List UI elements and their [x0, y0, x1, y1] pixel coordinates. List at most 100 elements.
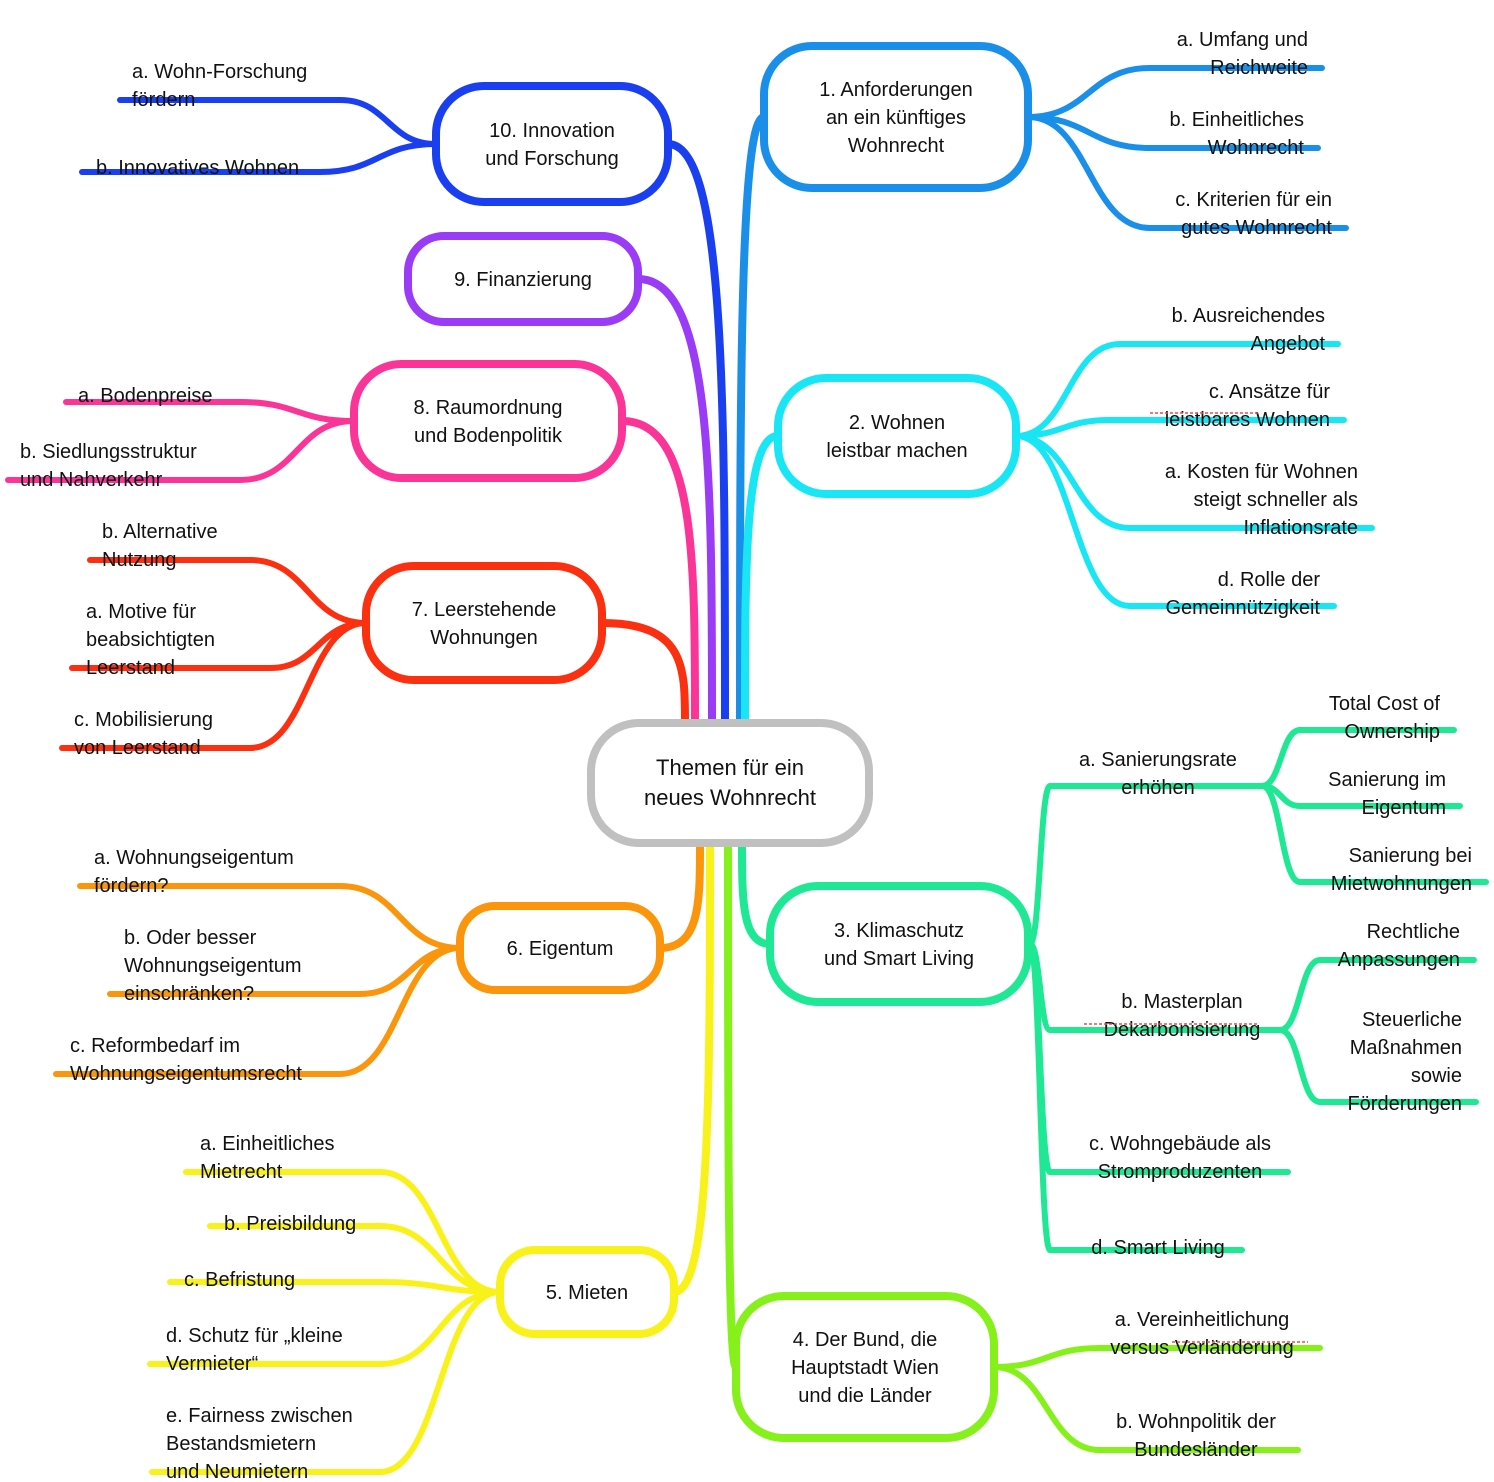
- leaf-t3-0-sub-1-label-line: Sanierung im: [1328, 769, 1446, 791]
- topic-t5-label-line: 5. Mieten: [546, 1282, 628, 1304]
- leaf-t5-2-label-line: c. Befristung: [184, 1269, 295, 1291]
- branch-line-t7: [598, 619, 689, 726]
- topic-t6[interactable]: 6. Eigentum: [456, 902, 664, 994]
- topic-t8-label-line: und Bodenpolitik: [414, 425, 563, 447]
- leaf-t1-2-connector: [1025, 114, 1153, 231]
- leaf-t8-0-connector: [237, 399, 357, 424]
- topic-t2-label-line: leistbar machen: [826, 440, 967, 462]
- leaf-t6-1-label-line: Wohnungseigentum: [124, 955, 302, 977]
- branch-line-t2: [741, 432, 782, 726]
- topic-t2-box[interactable]: [774, 374, 1020, 498]
- topic-t1-label-line: Wohnrecht: [848, 135, 945, 157]
- topic-t5-label: 5. Mieten: [546, 1282, 628, 1304]
- leaf-t8-0-label: a. Bodenpreise: [78, 385, 213, 407]
- leaf-t2-0-label-line: Angebot: [1250, 333, 1325, 355]
- leaf-t3-0-sub-1-label: Sanierung im Eigentum: [1328, 769, 1446, 819]
- topic-t3-box[interactable]: [766, 882, 1032, 1006]
- leaf-t7-0-label-line: b. Alternative: [102, 521, 218, 543]
- leaf-t1-2-label-line: gutes Wohnrecht: [1181, 217, 1332, 239]
- leaf-t3-1-sub-1-label-line: Steuerliche: [1362, 1009, 1462, 1031]
- leaf-t5-3-label-line: Vermieter“: [166, 1353, 258, 1375]
- topic-t3-label-line: und Smart Living: [824, 948, 974, 970]
- topic-t9-label: 9. Finanzierung: [454, 269, 592, 291]
- leaf-t3-0-label-line: erhöhen: [1121, 777, 1194, 799]
- leaf-t6-0-connector: [337, 883, 463, 951]
- leaf-t8-0-label-line: a. Bodenpreise: [78, 385, 213, 407]
- topic-t6-box[interactable]: [456, 902, 664, 994]
- leaf-t5-3-connector: [377, 1289, 503, 1367]
- leaf-t10-1-label: b. Innovatives Wohnen: [96, 157, 299, 179]
- leaf-t3-1-label-line: Dekarbonisierung: [1104, 1019, 1261, 1041]
- leaf-t2-3-connector: [1013, 433, 1133, 609]
- leaf-t3-0-sub-1-label-line: Eigentum: [1362, 797, 1447, 819]
- leaf-t10-0-label-line: a. Wohn-Forschung: [132, 61, 307, 83]
- leaf-t2-3-label-line: d. Rolle der: [1218, 569, 1321, 591]
- leaf-t6-2-connector: [337, 945, 463, 1077]
- topic-t7-label-line: Wohnungen: [430, 627, 538, 649]
- leaf-t3-1-sub-1-label-line: sowie: [1411, 1065, 1462, 1087]
- topic-t7-label-line: 7. Leerstehende: [412, 599, 557, 621]
- leaf-t10-0-connector: [337, 97, 439, 147]
- leaf-t5-2-label: c. Befristung: [184, 1269, 295, 1291]
- branch-line-t9: [634, 275, 716, 726]
- leaf-t7-1-label-line: beabsichtigten: [86, 629, 215, 651]
- leaf-t3-1-sub-0-label-line: Rechtliche: [1367, 921, 1460, 943]
- leaf-t1-0-connector: [1025, 65, 1153, 120]
- topic-t1-box[interactable]: [760, 42, 1032, 192]
- leaf-t3-1-label-line: b. Masterplan: [1121, 991, 1242, 1013]
- topic-t10-label-line: und Forschung: [485, 148, 618, 170]
- leaf-t3-1-sub-1-label-line: Maßnahmen: [1350, 1037, 1462, 1059]
- leaf-t7-1-label-line: Leerstand: [86, 657, 175, 679]
- topic-t8-box[interactable]: [350, 360, 626, 482]
- leaf-t7-0-label-line: Nutzung: [102, 549, 177, 571]
- root-label-line: Themen für ein: [656, 755, 804, 780]
- leaf-t5-0-label-line: a. Einheitliches: [200, 1133, 335, 1155]
- topic-t9-label-line: 9. Finanzierung: [454, 269, 592, 291]
- topic-t7-box[interactable]: [362, 562, 606, 684]
- leaf-t3-0-sub-2-label-line: Sanierung bei: [1349, 845, 1472, 867]
- leaf-t6-2-label-line: c. Reformbedarf im: [70, 1035, 240, 1057]
- topic-t4-label-line: und die Länder: [798, 1385, 932, 1407]
- leaf-t2-2-label-line: steigt schneller als: [1193, 489, 1358, 511]
- topic-t5-box[interactable]: [496, 1246, 678, 1338]
- leaf-t5-4-label-line: e. Fairness zwischen: [166, 1405, 353, 1427]
- topic-t10-box[interactable]: [432, 82, 672, 206]
- topic-t4-box[interactable]: [732, 1292, 998, 1442]
- topic-t4-label-line: 4. Der Bund, die: [793, 1329, 938, 1351]
- leaf-t3-0-sub-2-connector: [1259, 783, 1303, 885]
- leaf-t6-0-label-line: fördern?: [94, 875, 169, 897]
- root-box[interactable]: [587, 719, 873, 847]
- branch-line-t3: [738, 841, 774, 948]
- topic-t9-box[interactable]: [404, 232, 642, 326]
- leaf-t2-1-connector: [1013, 417, 1113, 439]
- topic-t5[interactable]: 5. Mieten: [496, 1246, 678, 1338]
- topic-t9[interactable]: 9. Finanzierung: [404, 232, 642, 326]
- leaf-t2-3-label-line: Gemeinnützigkeit: [1165, 597, 1320, 619]
- leaf-t7-2-label-line: von Leerstand: [74, 737, 201, 759]
